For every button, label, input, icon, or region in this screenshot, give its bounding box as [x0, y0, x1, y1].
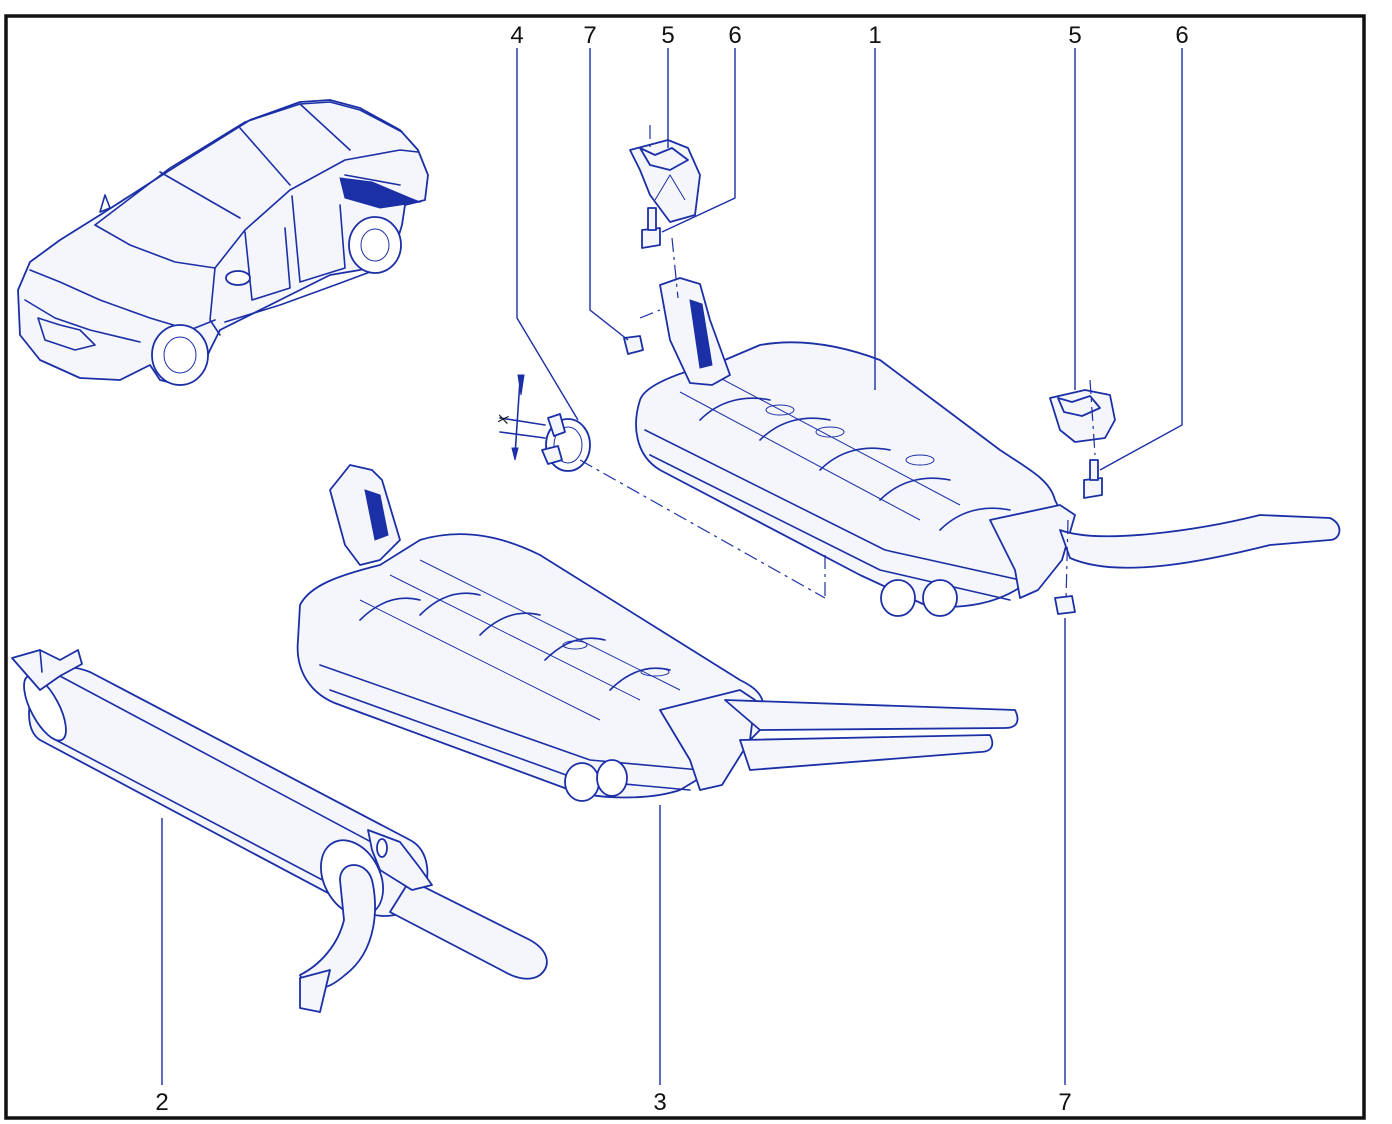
car-locator-illustration	[17, 99, 429, 386]
callout-3: 3	[653, 1089, 666, 1116]
part-1-silencer	[635, 277, 1341, 617]
part-3-silencer	[296, 464, 1019, 802]
callout-6-right: 6	[1175, 22, 1188, 49]
callout-7-lower: 7	[1058, 1089, 1071, 1116]
leader-lines	[161, 48, 1183, 1085]
callout-7-upper: 7	[583, 22, 596, 49]
assembly-center-lines	[579, 125, 1096, 601]
callout-5-left: 5	[661, 22, 674, 49]
exhaust-location-highlight	[339, 177, 422, 209]
part-6-bolt-right	[1083, 459, 1103, 499]
part-6-bolt-left	[641, 207, 661, 249]
callout-6-left: 6	[728, 22, 741, 49]
part-4-clamp	[499, 374, 591, 472]
callout-4: 4	[510, 22, 523, 49]
part-5-mount-left	[629, 139, 701, 223]
part-5-mount-right	[1049, 389, 1116, 443]
callout-5-right: 5	[1068, 22, 1081, 49]
callout-numbers: 4 7 5 6 1 5 6 2 3 7 X	[155, 22, 1188, 1116]
part-7-nut-left	[623, 335, 644, 355]
callout-1: 1	[868, 22, 881, 49]
part-2-silencer	[11, 649, 548, 1013]
dimension-mark-x: X	[494, 412, 511, 425]
callout-2: 2	[155, 1089, 168, 1116]
part-7-nut-right	[1054, 595, 1076, 615]
